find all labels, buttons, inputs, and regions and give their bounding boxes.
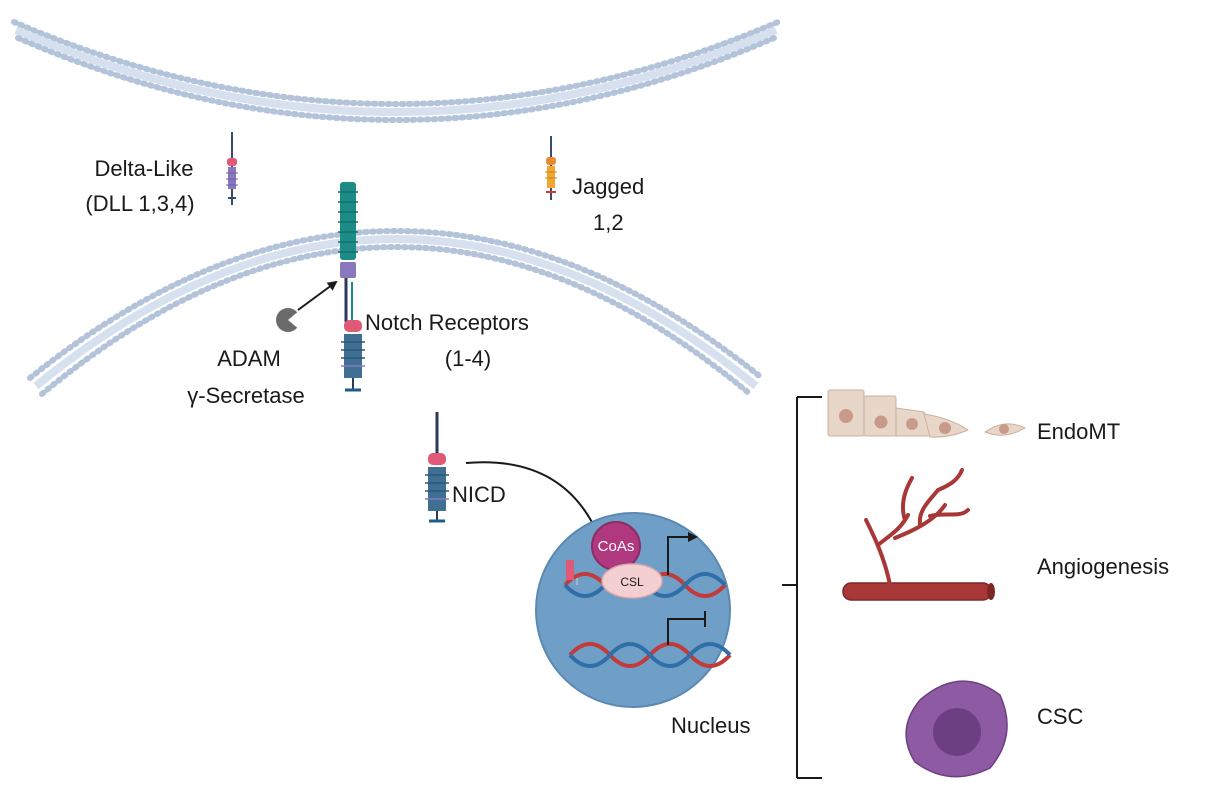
adam-secretase-enzyme	[276, 280, 338, 332]
csl-label: CSL	[620, 575, 644, 589]
dna-helix-repressed	[568, 642, 732, 668]
nucleus: CoAs CSL	[535, 512, 732, 708]
transcription-active-arrow	[667, 532, 698, 575]
notch-receptor	[338, 182, 365, 392]
outcome-bracket	[782, 396, 822, 779]
delta-like-subtypes-label: (DLL 1,3,4)	[85, 191, 194, 216]
notch-receptors-subtypes-label: (1-4)	[445, 346, 491, 371]
notch-receptors-label: Notch Receptors	[365, 310, 529, 335]
secretase-label: γ-Secretase	[187, 383, 304, 408]
upper-cell-membrane	[11, 19, 781, 123]
csc-label: CSC	[1037, 704, 1084, 729]
delta-like-ligand	[226, 132, 238, 205]
nucleus-label: Nucleus	[671, 713, 750, 738]
csl-protein	[601, 563, 663, 599]
nicd-label: NICD	[452, 482, 506, 507]
jagged-ligand	[545, 136, 557, 200]
jagged-label: Jagged	[572, 174, 644, 199]
delta-like-label: Delta-Like	[94, 156, 193, 181]
csc-cell	[905, 680, 1008, 778]
transcription-blocked-bar	[667, 611, 706, 645]
coas-label: CoAs	[598, 538, 635, 555]
nicd-fragment	[425, 412, 449, 523]
endomt-cells	[827, 389, 1027, 438]
angiogenesis-label: Angiogenesis	[1037, 554, 1169, 579]
endomt-label: EndoMT	[1037, 419, 1120, 444]
lower-cell-membrane	[27, 228, 765, 397]
jagged-subtypes-label: 1,2	[593, 210, 624, 235]
angiogenesis-vessel	[842, 468, 995, 601]
adam-label: ADAM	[217, 346, 281, 371]
nicd-translocation-arrow	[465, 461, 598, 532]
